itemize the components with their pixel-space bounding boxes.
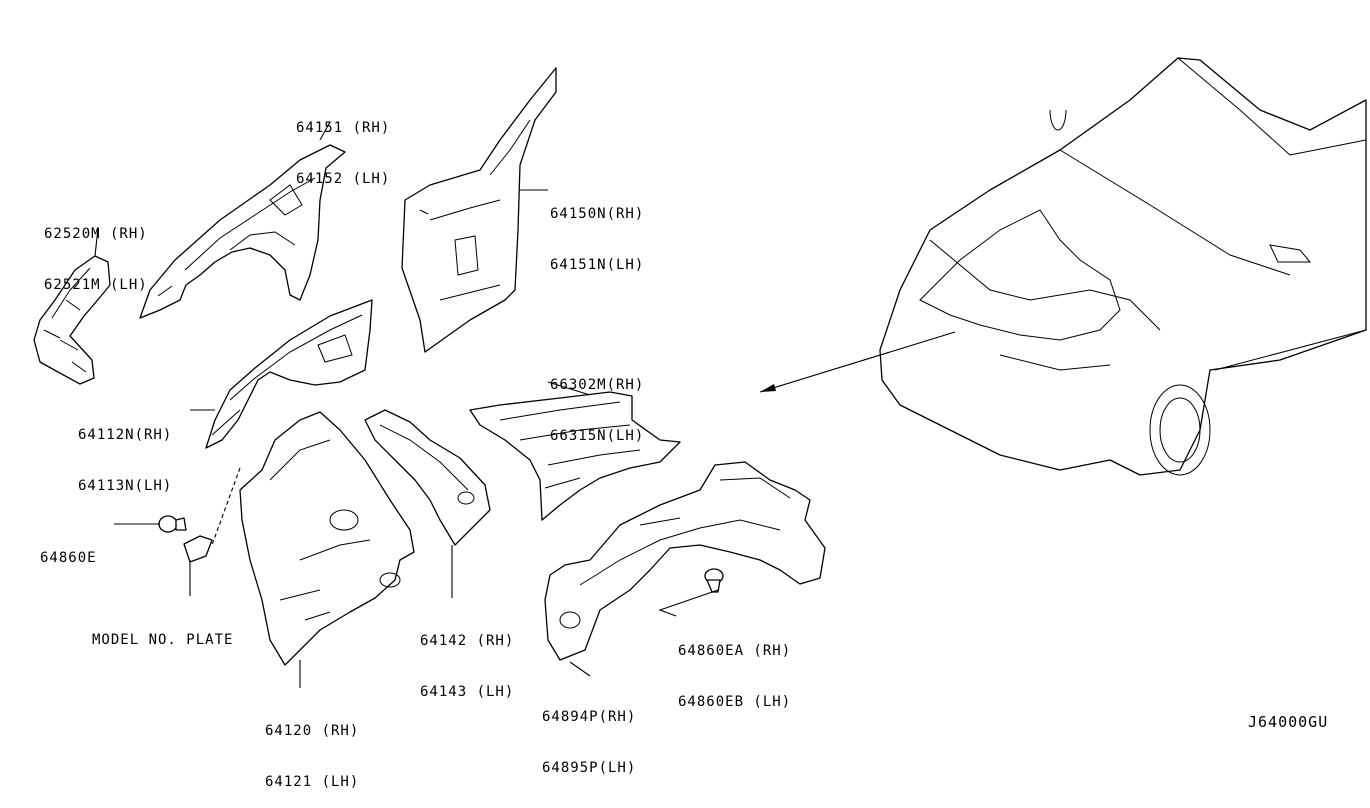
diagram-code: J64000GU xyxy=(1248,713,1329,731)
label-64112n: 64112N(RH) 64113N(LH) xyxy=(78,427,173,494)
label-64860e: 64860E xyxy=(40,550,97,566)
label-64860ea: 64860EA (RH) 64860EB (LH) xyxy=(678,643,792,710)
part-66302m-cowl[interactable] xyxy=(469,391,681,521)
car-illustration xyxy=(879,57,1367,476)
part-64860ea-clip[interactable] xyxy=(704,568,724,593)
part-64894p-lower[interactable] xyxy=(544,461,826,661)
part-64151-apron[interactable] xyxy=(139,144,346,319)
diagram-drawing xyxy=(33,57,1367,688)
part-64860e-clip[interactable] xyxy=(158,515,187,533)
leader-lines xyxy=(94,121,719,688)
label-model-plate: MODEL NO. PLATE xyxy=(92,632,234,648)
part-64150n-panel[interactable] xyxy=(401,67,557,353)
part-model-plate[interactable] xyxy=(183,535,213,563)
label-64150n: 64150N(RH) 64151N(LH) xyxy=(550,206,645,273)
label-64120: 64120 (RH) 64121 (LH) xyxy=(265,723,360,790)
label-64151: 64151 (RH) 64152 (LH) xyxy=(296,120,391,187)
part-62520m-bracket[interactable] xyxy=(33,255,111,385)
label-66302m: 66302M(RH) 66315N(LH) xyxy=(550,377,645,444)
parts-diagram: 64151 (RH) 64152 (LH) 62520M (RH) 62521M… xyxy=(33,57,1367,790)
part-64142-reinforcement[interactable] xyxy=(364,409,491,546)
pointer-arrow xyxy=(759,331,956,393)
label-64894p: 64894P(RH) 64895P(LH) xyxy=(542,709,637,776)
part-64112n-member[interactable] xyxy=(205,299,373,449)
label-64142: 64142 (RH) 64143 (LH) xyxy=(420,633,515,700)
part-64120-hoodledge[interactable] xyxy=(211,411,415,666)
label-62520m: 62520M (RH) 62521M (LH) xyxy=(44,226,148,293)
